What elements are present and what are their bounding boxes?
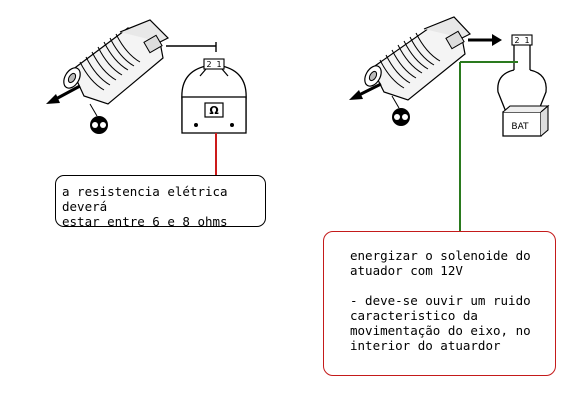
ohmmeter: Ω [181,65,247,134]
terminal-plug-left: 2 1 [199,58,229,77]
svg-text:1: 1 [524,36,529,45]
actuator-left [46,19,170,105]
connect-arrow [468,34,502,46]
actuator-right [349,16,471,101]
eyes-view-icon [89,103,108,134]
solenoid-note-line1: energizar o solenoide do atuador com 12V [350,248,531,278]
resistance-note-text: a resistencia elétrica deverá estar entr… [62,184,228,229]
solenoid-test-note: energizar o solenoide do atuador com 12V… [323,231,556,376]
battery-label: BAT [511,122,529,132]
svg-text:2: 2 [206,60,211,69]
eyes-view-icon [391,95,410,126]
resistance-note: a resistencia elétrica deverá estar entr… [55,175,266,229]
solenoid-note-line2: - deve-se ouvir um ruido caracteristico … [350,293,531,353]
battery: BAT [497,69,550,137]
svg-text:2: 2 [514,36,519,45]
green-wire [459,61,518,232]
svg-text:1: 1 [216,60,221,69]
meter-symbol: Ω [209,104,219,117]
terminal-plug-right: 2 1 [511,34,533,70]
